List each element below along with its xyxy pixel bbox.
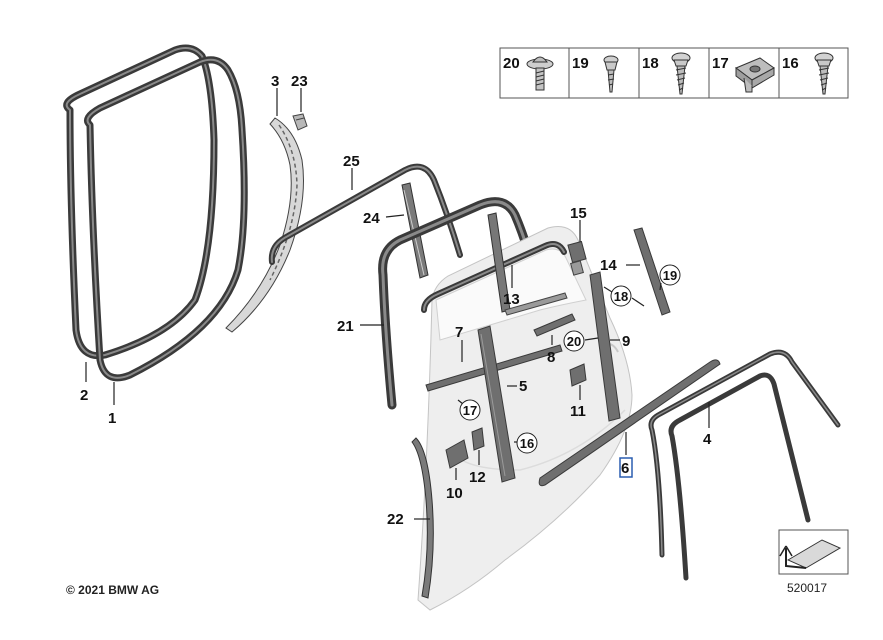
callout-2: 2 bbox=[80, 387, 88, 404]
lower-pillar-seal bbox=[411, 437, 434, 599]
callout-8: 8 bbox=[547, 349, 555, 366]
svg-text:20: 20 bbox=[567, 334, 581, 349]
door-seal-inner bbox=[84, 56, 248, 382]
pillar-trim bbox=[477, 325, 516, 483]
cover-strip bbox=[633, 227, 671, 316]
callout-24: 24 bbox=[363, 210, 380, 227]
callout-14: 14 bbox=[600, 257, 617, 274]
flange-bolt-icon bbox=[526, 56, 554, 91]
table-number-16: 16 bbox=[782, 55, 799, 72]
svg-text:19: 19 bbox=[663, 268, 677, 283]
svg-text:17: 17 bbox=[463, 403, 477, 418]
pillar-seal bbox=[225, 117, 304, 333]
fastener-table: 20 19 18 17 16 bbox=[499, 47, 849, 99]
table-number-20: 20 bbox=[503, 55, 520, 72]
circled-callout-20: 20 bbox=[563, 330, 585, 352]
callout-10: 10 bbox=[446, 485, 463, 502]
callout-3: 3 bbox=[271, 73, 279, 90]
callout-21: 21 bbox=[337, 318, 354, 335]
tapping-screw-icon bbox=[671, 52, 691, 95]
circled-callout-17: 17 bbox=[459, 399, 481, 421]
pin-screw-icon bbox=[603, 55, 619, 93]
svg-text:16: 16 bbox=[520, 436, 534, 451]
callout-9: 9 bbox=[622, 333, 630, 350]
highlight-box bbox=[619, 457, 633, 478]
bracket-12 bbox=[471, 427, 485, 451]
table-number-17: 17 bbox=[712, 55, 729, 72]
callout-15: 15 bbox=[570, 205, 587, 222]
callout-12: 12 bbox=[469, 469, 486, 486]
door-seal-outer bbox=[63, 44, 218, 360]
copyright: © 2021 BMW AG bbox=[66, 583, 159, 597]
belt-strip-6 bbox=[538, 359, 721, 487]
door-panel bbox=[417, 226, 633, 611]
callout-25: 25 bbox=[343, 153, 360, 170]
circled-callout-16: 16 bbox=[516, 432, 538, 454]
window-frame-seal bbox=[378, 197, 547, 410]
trim-piece-15 bbox=[567, 240, 587, 276]
callout-23: 23 bbox=[291, 73, 308, 90]
clip-part bbox=[292, 113, 308, 131]
callout-11: 11 bbox=[570, 403, 586, 420]
tapping-screw-icon bbox=[814, 52, 834, 95]
callout-5: 5 bbox=[519, 378, 527, 395]
bracket-10 bbox=[445, 439, 469, 469]
window-frame-4 bbox=[648, 349, 841, 581]
callout-6: 6 bbox=[621, 460, 629, 477]
callout-7: 7 bbox=[455, 324, 463, 341]
callout-1: 1 bbox=[108, 410, 116, 427]
bracket-11 bbox=[569, 363, 587, 387]
diagram-id: 520017 bbox=[787, 581, 827, 595]
table-number-18: 18 bbox=[642, 55, 659, 72]
callouts: 1 2 3 23 25 24 21 13 15 14 7 8 9 5 11 10… bbox=[80, 73, 712, 528]
window-strip-inner bbox=[504, 292, 576, 337]
callout-13: 13 bbox=[503, 291, 520, 308]
circled-callout-19: 19 bbox=[659, 264, 681, 286]
rear-trim bbox=[589, 271, 621, 422]
orientation-box: 520017 bbox=[778, 529, 849, 595]
svg-text:18: 18 bbox=[614, 289, 628, 304]
table-number-19: 19 bbox=[572, 55, 589, 72]
callout-4: 4 bbox=[703, 431, 712, 448]
clip-nut-icon bbox=[735, 57, 775, 93]
circled-callout-18: 18 bbox=[610, 285, 632, 307]
callout-22: 22 bbox=[387, 511, 404, 528]
